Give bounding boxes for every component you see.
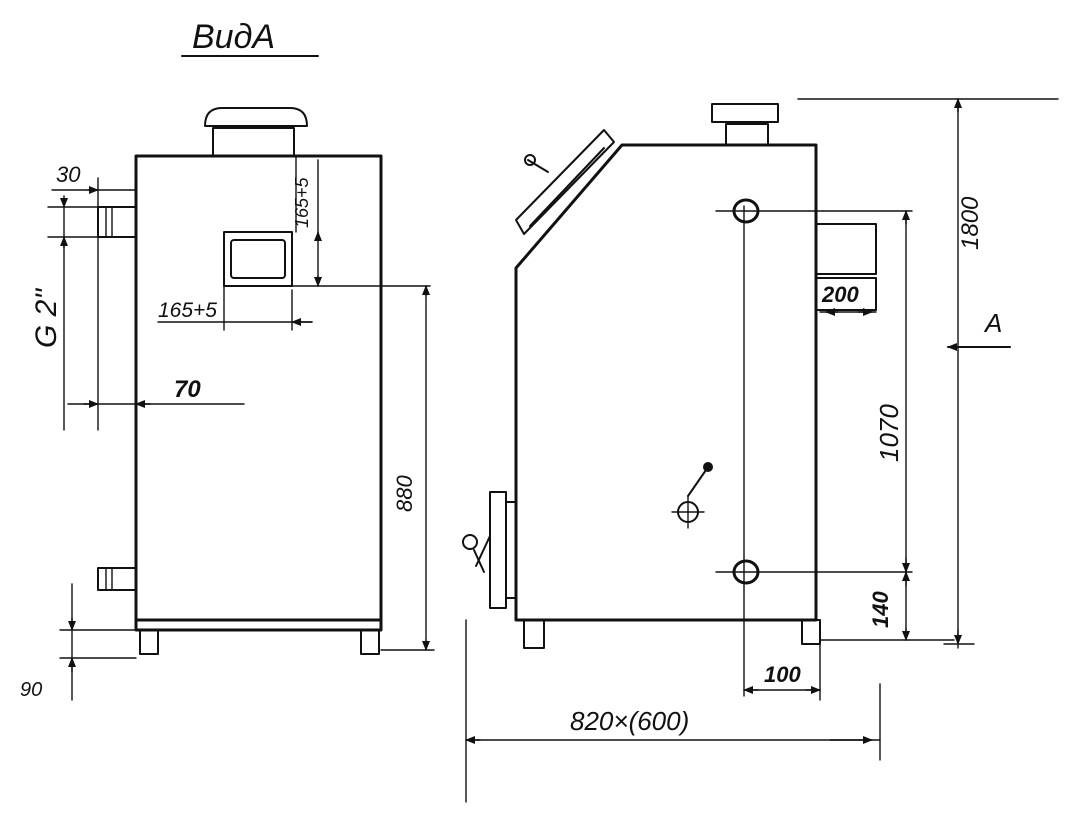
dim-165v-label: 165+5 bbox=[292, 176, 312, 228]
dim-70-label: 70 bbox=[174, 376, 201, 403]
front-view: 30 G 2" 165+5 165+5 70 880 90 bbox=[20, 107, 435, 701]
front-leg-right bbox=[360, 629, 380, 655]
dim-1070-label: 1070 bbox=[874, 404, 904, 462]
inspection-window-outer bbox=[223, 231, 293, 287]
bottom-nozzle bbox=[97, 567, 137, 591]
side-view: 1800 A 200 1070 140 100 820×(600) bbox=[462, 98, 1059, 803]
ash-door bbox=[489, 491, 507, 609]
dim-200-label: 200 bbox=[821, 282, 859, 307]
front-leg-left bbox=[139, 629, 159, 655]
dim-100-label: 100 bbox=[764, 662, 801, 687]
view-title: ВидА bbox=[192, 18, 275, 56]
side-leg-left bbox=[523, 619, 545, 649]
dim-880-label: 880 bbox=[392, 475, 417, 512]
loading-door bbox=[515, 129, 615, 235]
flue-cap bbox=[204, 107, 308, 127]
side-body-outline bbox=[514, 143, 818, 622]
dim-140-label: 140 bbox=[868, 591, 893, 628]
side-flue-pipe bbox=[725, 123, 769, 146]
top-nozzle bbox=[97, 206, 137, 238]
ash-door-handle bbox=[462, 534, 478, 550]
view-a-label: A bbox=[983, 308, 1002, 338]
dim-90-label: 90 bbox=[20, 679, 42, 701]
flue-pipe bbox=[212, 127, 295, 157]
front-body-outline bbox=[134, 154, 383, 632]
side-leg-right bbox=[801, 619, 821, 645]
rear-outlet bbox=[815, 223, 877, 275]
dim-1800-label: 1800 bbox=[957, 196, 984, 250]
dim-thread-label: G 2" bbox=[30, 288, 63, 348]
dim-30-label: 30 bbox=[56, 162, 81, 187]
dim-820-label: 820×(600) bbox=[570, 706, 689, 736]
side-flue-cap bbox=[711, 103, 779, 123]
dim-165h-label: 165+5 bbox=[158, 299, 217, 322]
loading-door-handle bbox=[527, 159, 549, 173]
inspection-window-inner bbox=[230, 239, 286, 279]
